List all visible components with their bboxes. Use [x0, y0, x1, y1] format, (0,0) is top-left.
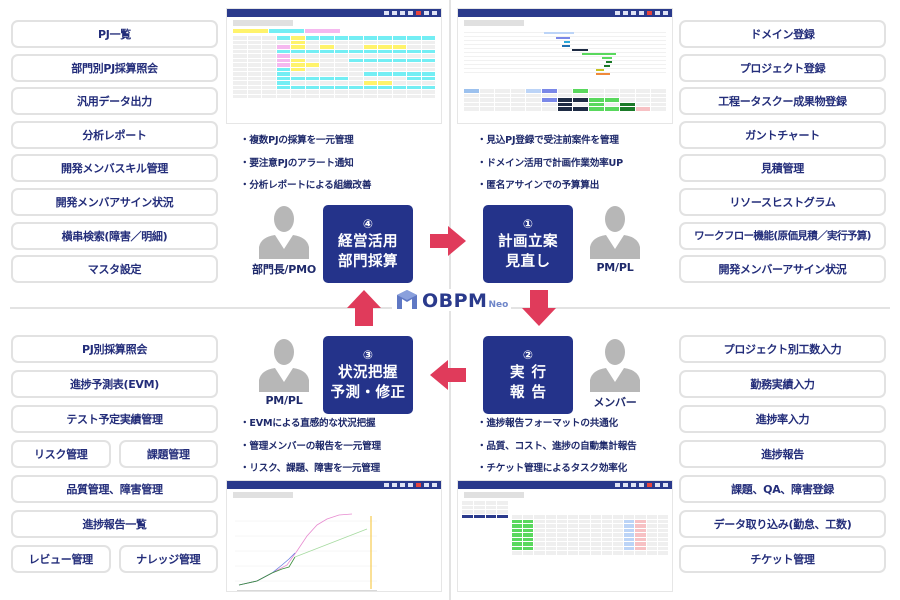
function-button-member-assign[interactable]: 開発メンバアサイン状況	[11, 187, 218, 216]
arrow-down-icon	[522, 290, 556, 326]
step1-bullets: ・見込PJ登録で受注前案件を管理 ・ドメイン活用で計画作業効率UP ・匿名アサイ…	[477, 135, 623, 191]
function-button-project-register[interactable]: プロジェクト登録	[679, 53, 886, 82]
function-button-process-task-register[interactable]: 工程ータスクー成果物登録	[679, 87, 886, 116]
arrow-right-icon	[430, 226, 466, 256]
function-button-review[interactable]: レビュー管理	[11, 545, 111, 573]
function-button-test-plan[interactable]: テスト予定実績管理	[11, 405, 218, 433]
logo-cube-icon	[397, 290, 417, 309]
person-pm-pl-bottom: PM/PL	[254, 336, 314, 407]
function-button-knowledge[interactable]: ナレッジ管理	[118, 545, 218, 573]
left-top-function-list: PJ一覧 部門別PJ採算照会 汎用データ出力 分析レポート 開発メンバスキル管理…	[11, 20, 218, 284]
person-icon	[590, 206, 640, 259]
step2-bullets: ・進捗報告フォーマットの共通化 ・品質、コスト、進捗の自動集計報告 ・チケット管…	[477, 418, 637, 474]
function-button-progress-report[interactable]: 進捗報告	[679, 440, 886, 468]
function-button-domain-register[interactable]: ドメイン登録	[679, 20, 886, 48]
function-row-review-knowledge: レビュー管理 ナレッジ管理	[11, 545, 218, 573]
function-button-cross-search[interactable]: 横串検索(障害／明細)	[11, 221, 218, 250]
person-dept-head: 部門長/PMO	[252, 203, 316, 277]
left-bottom-function-list: PJ別採算照会 進捗予測表(EVM) テスト予定実績管理 リスク管理 課題管理 …	[11, 335, 218, 573]
screenshot-gantt-chart	[457, 8, 673, 124]
screenshot-dept-profit-table	[226, 8, 442, 124]
function-button-progress-rate[interactable]: 進捗率入力	[679, 405, 886, 433]
function-button-master-settings[interactable]: マスタ設定	[11, 255, 218, 284]
function-row-risk-issue: リスク管理 課題管理	[11, 440, 218, 468]
step2-execution-box[interactable]: ② 実行 報告	[483, 336, 573, 414]
function-button-quality[interactable]: 品質管理、障害管理	[11, 475, 218, 503]
right-bottom-function-list: プロジェクト別工数入力 勤務実績入力 進捗率入力 進捗報告 課題、QA、障害登録…	[679, 335, 886, 573]
step3-monitoring-box[interactable]: ③ 状況把握 予測・修正	[323, 336, 413, 414]
function-button-analysis-report[interactable]: 分析レポート	[11, 120, 218, 149]
function-button-project-hours[interactable]: プロジェクト別工数入力	[679, 335, 886, 363]
screenshot-progress-report	[457, 480, 673, 592]
function-button-progress-list[interactable]: 進捗報告一覧	[11, 510, 218, 538]
function-button-pj-profit[interactable]: PJ別採算照会	[11, 335, 218, 363]
function-button-issue-qa-defect[interactable]: 課題、QA、障害登録	[679, 475, 886, 503]
function-button-pj-list[interactable]: PJ一覧	[11, 20, 218, 48]
right-top-function-list: ドメイン登録 プロジェクト登録 工程ータスクー成果物登録 ガントチャート 見積管…	[679, 20, 886, 284]
arrow-left-icon	[430, 360, 466, 390]
step3-bullets: ・EVMによる直感的な状況把握 ・管理メンバーの報告を一元管理 ・リスク、課題、…	[240, 418, 381, 474]
function-button-member-skill[interactable]: 開発メンバスキル管理	[11, 154, 218, 183]
screenshot-evm-chart	[226, 480, 442, 592]
function-button-risk[interactable]: リスク管理	[11, 440, 111, 468]
arrow-up-icon	[347, 290, 381, 326]
person-member: メンバー	[585, 336, 645, 410]
function-button-estimate[interactable]: 見積管理	[679, 154, 886, 183]
person-pm-pl-top: PM/PL	[585, 203, 645, 274]
evm-line-chart	[235, 513, 377, 591]
step4-bullets: ・複数PJの採算を一元管理 ・要注意PJのアラート通知 ・分析レポートによる組織…	[240, 135, 372, 191]
function-button-workflow[interactable]: ワークフロー機能(原価見積／実行予算)	[679, 221, 886, 250]
obpm-neo-logo: OBPM Neo	[392, 289, 512, 311]
function-button-resource-histogram[interactable]: リソースヒストグラム	[679, 187, 886, 216]
function-button-attendance[interactable]: 勤務実績入力	[679, 370, 886, 398]
function-button-data-export[interactable]: 汎用データ出力	[11, 87, 218, 116]
function-button-member-assign-status[interactable]: 開発メンバーアサイン状況	[679, 255, 886, 284]
step1-planning-box[interactable]: ① 計画立案 見直し	[483, 205, 573, 283]
step4-management-box[interactable]: ④ 経営活用 部門採算	[323, 205, 413, 283]
function-button-dept-pj-profit[interactable]: 部門別PJ採算照会	[11, 53, 218, 82]
function-button-issue[interactable]: 課題管理	[118, 440, 218, 468]
function-button-evm[interactable]: 進捗予測表(EVM)	[11, 370, 218, 398]
person-icon	[259, 206, 309, 259]
person-icon	[590, 339, 640, 392]
person-icon	[259, 339, 309, 392]
function-button-ticket[interactable]: チケット管理	[679, 545, 886, 573]
function-button-data-import[interactable]: データ取り込み(勤怠、工数)	[679, 510, 886, 538]
function-button-gantt-chart[interactable]: ガントチャート	[679, 120, 886, 149]
